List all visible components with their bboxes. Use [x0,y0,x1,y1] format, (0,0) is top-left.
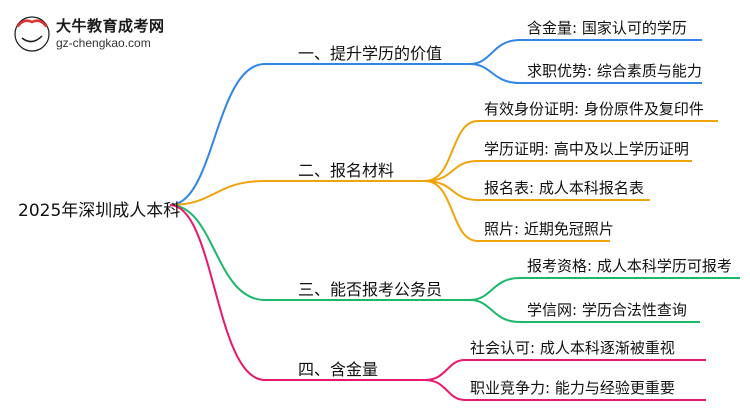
bull-logo-icon [14,16,50,52]
site-logo: 大牛教育成考网 gz-chengkao.com [12,14,202,58]
connector-root-branch-2 [169,180,425,206]
branch-3-label: 三、能否报考公务员 [298,280,443,299]
connector-branch-1-leaf-2 [469,63,702,84]
branch-1-leaf-1: 含金量: 国家认可的学历 [527,19,687,37]
branch-4-label: 四、含金量 [298,360,379,379]
branch-4-leaf-1: 社会认可: 成人本科逐渐被重视 [470,339,675,357]
branch-1-leaf-2: 求职优势: 综合素质与能力 [527,62,702,80]
branch-2-leaf-2: 学历证明: 高中及以上学历证明 [484,140,689,158]
branch-3-leaf-2: 学信网: 学历合法性查询 [527,301,687,319]
connector-root-branch-4 [169,204,425,381]
connector-branch-4-leaf-1 [424,359,706,381]
branch-2-label: 二、报名材料 [298,161,395,180]
connector-branch-3-leaf-2 [469,299,700,323]
connector-branch-2-leaf-1 [424,120,718,182]
connector-branch-2-leaf-4 [424,180,610,242]
connector-branch-2-leaf-2 [424,160,692,182]
connector-branch-4-leaf-2 [424,379,706,401]
connector-branch-3-leaf-1 [469,277,740,301]
logo-title: 大牛教育成考网 [56,17,165,35]
mindmap-root: 2025年深圳成人本科 [18,201,181,221]
logo-url: gz-chengkao.com [56,36,151,50]
branch-2-leaf-3: 报名表: 成人本科报名表 [484,179,644,197]
connector-root-branch-3 [169,204,470,301]
connector-root-branch-1 [169,63,470,206]
branch-1-label: 一、提升学历的价值 [298,44,443,63]
connector-branch-1-leaf-1 [469,39,702,65]
branch-2-leaf-4: 照片: 近期免冠照片 [484,220,614,238]
connector-branch-2-leaf-3 [424,180,650,201]
branch-3-leaf-1: 报考资格: 成人本科学历可报考 [527,257,732,275]
branch-2-leaf-1: 有效身份证明: 身份原件及复印件 [484,100,704,118]
branch-4-leaf-2: 职业竞争力: 能力与经验更重要 [470,379,675,397]
